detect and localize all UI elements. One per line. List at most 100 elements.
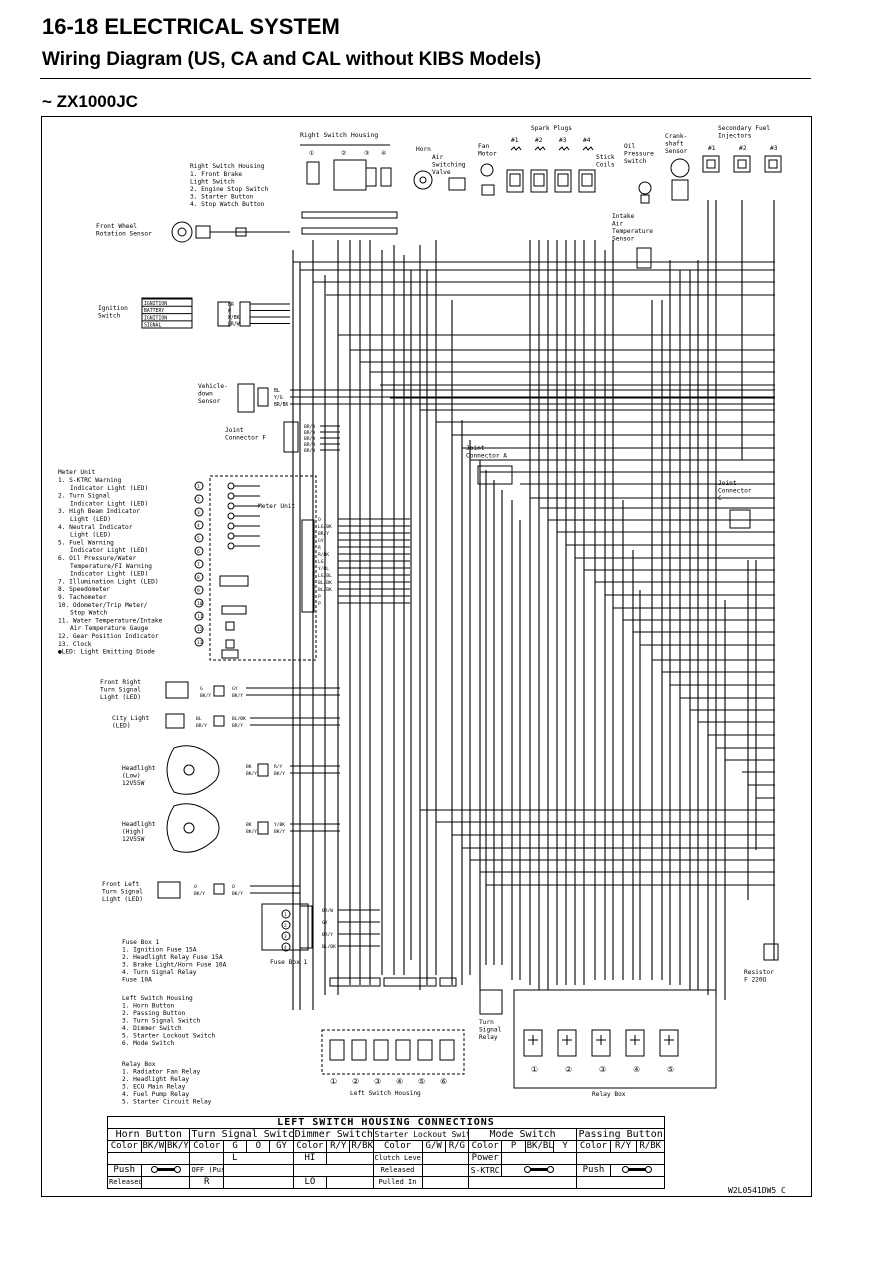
front-right-turn-wire: BK/Y [200, 693, 211, 699]
fuse-box-connector [299, 905, 313, 949]
relay-box-list-item: Relay Box [122, 1061, 156, 1068]
switch-continuity-icon [622, 1166, 653, 1173]
front-left-turn-label: Front Left [102, 881, 140, 888]
meter-led-icon [227, 482, 235, 490]
color-cell: O [246, 1140, 271, 1153]
fan-motor-icon [480, 163, 494, 177]
spark-plug-icon [510, 146, 522, 151]
meter-list-item: 2. Turn Signal [58, 493, 110, 500]
fuse-box-list-item: 1. Ignition Fuse 15A [122, 947, 197, 954]
meter-list-item: Air Temperature Gauge [70, 625, 149, 632]
left-switch-element [329, 1039, 345, 1061]
meter-list-item: 13. Clock [58, 641, 92, 648]
spark-plug-number: #4 [583, 137, 591, 144]
secondary-injectors-label: Secondary Fuel [718, 125, 770, 132]
group-passing-button: Passing Button [576, 1128, 665, 1141]
fuse-box-list-item: 4. Turn Signal Relay [122, 969, 197, 976]
switch-number-label: ③ [364, 150, 370, 157]
right-switch-housing-title: Right Switch Housing [300, 131, 378, 139]
fuse-wire-code: GY [322, 920, 328, 926]
ignition-wire-code: W/BK [228, 315, 240, 321]
headlight-low-connector [257, 763, 269, 777]
meter-callout-number [194, 559, 204, 569]
starter-button [365, 167, 377, 187]
cell: Released [107, 1176, 142, 1189]
left-switch-number: ① [330, 1077, 337, 1086]
stick-coil-core [581, 173, 593, 187]
headlight-low-label: 12V55W [122, 780, 145, 787]
relay-switch-icon [596, 1035, 606, 1045]
table-row: L HI Clutch Lever Power [106, 1152, 665, 1165]
color-cell: R/Y [609, 1140, 637, 1153]
section-heading: 16-18 ELECTRICAL SYSTEM [42, 14, 340, 39]
meter-callout-text: 5 [197, 536, 200, 542]
cell: Push [576, 1164, 611, 1177]
relay-box-list-item: 1. Radiator Fan Relay [122, 1069, 201, 1076]
left-switch-element [417, 1039, 433, 1061]
meter-wire-code: R [318, 545, 321, 551]
meter-list-item: 10. Odometer/Trip Meter/ [58, 602, 148, 609]
air-switching-valve-label: Air [432, 154, 443, 161]
joint-connector-a [477, 465, 513, 485]
left-switch-connector [439, 977, 457, 987]
city-light [165, 713, 185, 729]
left-switch-list-item: 1. Horn Button [122, 1003, 174, 1010]
front-left-turn-wire: BK/Y [194, 891, 205, 897]
component-shapes [141, 144, 782, 1089]
stick-coil [578, 169, 596, 193]
ignition-connector [217, 301, 231, 327]
color-cell: G/W [421, 1140, 446, 1153]
spark-plug-number: #2 [535, 137, 543, 144]
left-switch-connector [383, 977, 437, 987]
intake-air-temp-sensor-label: Air [612, 221, 623, 228]
spark-plug-icon [534, 146, 546, 151]
meter-list-item: 9. Tachometer [58, 594, 107, 601]
meter-list-item: 3. High Beam Indicator [58, 508, 140, 515]
relay-switch-icon [528, 1035, 538, 1045]
cell: R [189, 1176, 224, 1189]
headlight-low-bulb [183, 764, 195, 776]
resistor-body [763, 943, 779, 961]
injector-number: #3 [770, 145, 778, 152]
city-light-wire: BL/BK [232, 716, 246, 722]
cell: OFF (Push) [189, 1164, 224, 1177]
city-light-wire: BR/Y [196, 723, 207, 729]
vehicle-down-sensor-label: down [198, 391, 213, 398]
front-left-turn-connector [213, 883, 225, 895]
odometer-block [221, 605, 247, 615]
right-switch-list-item: Light Switch [190, 179, 235, 186]
meter-wire-code: BR/Y [318, 531, 329, 537]
meter-list-item: 1. S-KTRC Warning [58, 477, 122, 484]
wire-bundle [210, 200, 775, 1010]
model-code: ~ ZX1000JC [42, 92, 138, 111]
joint-connector-c [729, 509, 751, 529]
stick-coils-label: Coils [596, 162, 615, 169]
color-cell: R/Y [326, 1140, 351, 1153]
city-light-connector [213, 715, 225, 727]
left-switch-list-item: 2. Passing Button [122, 1010, 186, 1017]
resistor-label: F 220Ω [744, 977, 767, 984]
turn-signal-relay-label: Turn [479, 1019, 494, 1026]
fuse-wire-code: BR/Y [322, 932, 333, 938]
headlight-high-connector [257, 821, 269, 835]
left-switch-list-item: 6. Mode Switch [122, 1040, 174, 1047]
color-cell: Color [189, 1140, 224, 1153]
meter-wire-code: P [318, 594, 321, 600]
front-wheel-sensor-label: Rotation Sensor [96, 231, 152, 238]
meter-wire-code: O [318, 517, 321, 523]
fuse-wire-code: BL/BK [322, 944, 336, 950]
meter-wire-code: GY [318, 538, 324, 544]
headlight-high-bulb [183, 822, 195, 834]
fan-motor-label: Motor [478, 151, 497, 158]
fuel-injector-core [706, 159, 716, 169]
drawing-code: W2L0541DW5 C [728, 1186, 786, 1195]
cell: Released [372, 1164, 423, 1177]
fuse-box-1-outline [261, 903, 309, 951]
meter-callout-number [194, 637, 204, 647]
cell: Pulled In [372, 1176, 423, 1189]
left-switch-number: ③ [374, 1077, 381, 1086]
meter-callout-text: 13 [197, 640, 203, 646]
meter-unit-label: Meter Unit [258, 503, 296, 510]
ignition-switch-body [141, 297, 193, 329]
